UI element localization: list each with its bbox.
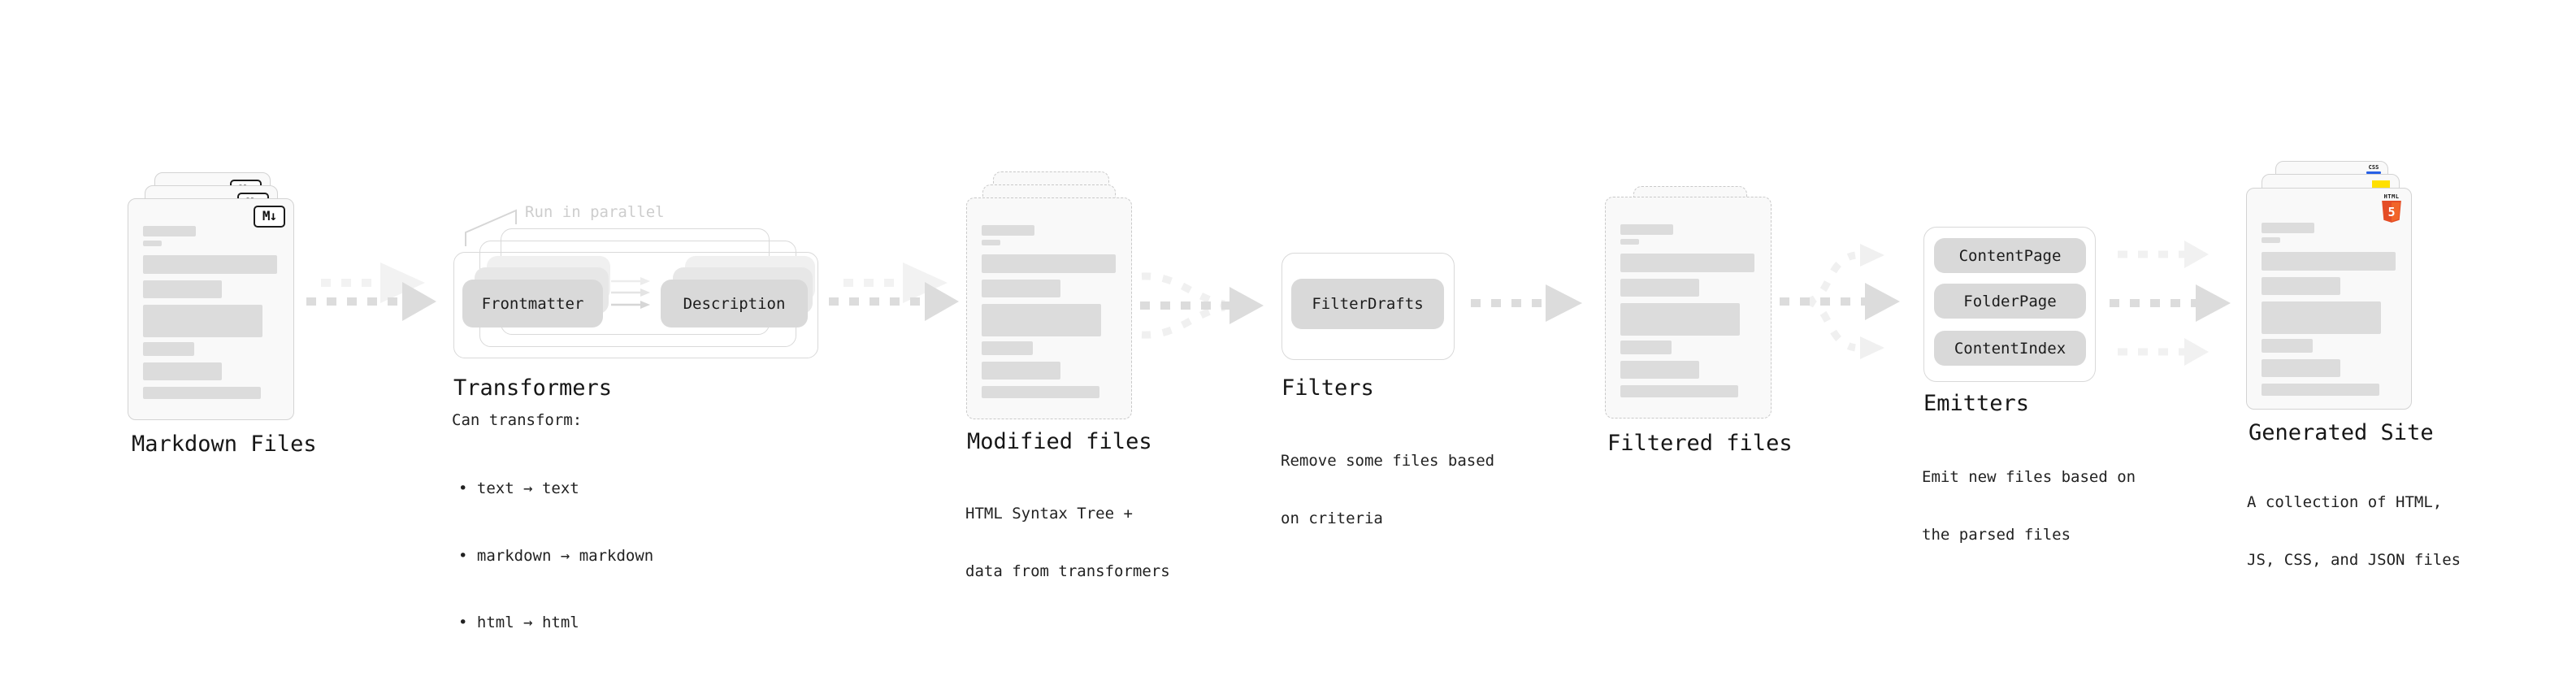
html5-shield-icon: 5 <box>2382 201 2401 223</box>
svg-text:5: 5 <box>2387 205 2395 219</box>
skeleton-line <box>1620 239 1639 245</box>
frontmatter-pill: Frontmatter <box>462 280 603 327</box>
generated-site-description: A collection of HTML, JS, CSS, and JSON … <box>2247 455 2461 608</box>
description-line: HTML Syntax Tree + <box>965 505 1133 523</box>
filterdrafts-pill: FilterDrafts <box>1291 279 1444 329</box>
skeleton-line <box>1620 340 1672 354</box>
skeleton-line <box>2262 277 2340 295</box>
skeleton-line <box>1620 385 1738 397</box>
skeleton-line <box>1620 279 1699 297</box>
modified-file-card-front <box>966 197 1132 419</box>
skeleton-line <box>2262 252 2396 271</box>
skeleton-line <box>1620 254 1754 272</box>
description-line: the parsed files <box>1922 525 2071 544</box>
skeleton-line <box>982 362 1060 380</box>
filters-description: Remove some files based on criteria <box>1281 414 1494 566</box>
skeleton-line <box>143 342 194 356</box>
contentindex-pill: ContentIndex <box>1934 331 2086 366</box>
skeleton-line <box>982 386 1099 398</box>
description-line: data from transformers <box>965 562 1170 580</box>
skeleton-line <box>982 341 1033 355</box>
modified-files-description: HTML Syntax Tree + data from transformer… <box>965 466 1170 619</box>
arrow-markdown-to-transformers <box>306 262 436 321</box>
document-skeleton <box>1620 224 1759 397</box>
skeleton-line <box>2262 301 2381 334</box>
document-skeleton <box>2262 223 2400 396</box>
generated-file-card-front: HTML 5 <box>2246 188 2412 410</box>
emitters-box <box>1923 227 2096 382</box>
skeleton-line <box>1620 224 1673 235</box>
css-label: CSS <box>2368 164 2379 171</box>
generated-site-title: Generated Site <box>2249 420 2434 445</box>
run-in-parallel-note: Run in parallel <box>525 203 665 221</box>
skeleton-line <box>143 241 162 246</box>
arrow-filtered-to-emitters-split <box>1780 244 1900 359</box>
description-pill: Description <box>661 280 808 327</box>
skeleton-line <box>1620 361 1699 379</box>
filtered-file-card-front <box>1605 197 1772 419</box>
css-underline <box>2366 171 2381 174</box>
modified-files-title: Modified files <box>967 429 1152 454</box>
filtered-files-title: Filtered files <box>1607 431 1793 456</box>
arrow-transformers-to-modified <box>829 262 959 321</box>
markdown-file-card-front: M↓ <box>128 198 294 420</box>
markdown-files-title: Markdown Files <box>132 432 317 457</box>
transformers-bullets: • text → text • markdown → markdown • ht… <box>458 433 653 679</box>
skeleton-line <box>2262 339 2313 353</box>
document-skeleton <box>982 225 1120 398</box>
skeleton-line <box>143 362 222 380</box>
markdown-icon: M↓ <box>254 206 285 228</box>
transformers-title: Transformers <box>453 375 613 401</box>
arrow-filters-to-filtered <box>1471 284 1582 322</box>
skeleton-line <box>2262 223 2314 233</box>
parallel-arrows-icon <box>611 277 650 309</box>
description-line: A collection of HTML, <box>2247 493 2443 511</box>
filters-box <box>1281 253 1455 360</box>
transformers-description: Can transform: <box>452 411 583 429</box>
skeleton-line <box>982 254 1116 273</box>
bullet-item: • markdown → markdown <box>458 546 654 565</box>
transformer-card-front <box>453 252 818 358</box>
skeleton-line <box>143 226 196 236</box>
folderpage-pill: FolderPage <box>1934 284 2086 319</box>
skeleton-line <box>2262 384 2379 396</box>
html5-label: HTML <box>2383 193 2400 200</box>
arrows-emitters-to-generated <box>2110 241 2231 366</box>
skeleton-line <box>982 280 1060 297</box>
contentpage-pill: ContentPage <box>1934 238 2086 273</box>
skeleton-line <box>143 255 277 274</box>
js-file-icon <box>2372 180 2390 189</box>
skeleton-line <box>2262 237 2280 243</box>
bullet-item: • text → text <box>458 479 579 497</box>
html5-logo: HTML 5 <box>2381 193 2402 223</box>
emitters-title: Emitters <box>1923 391 2030 416</box>
skeleton-line <box>982 225 1034 236</box>
arrow-modified-to-filters-merge <box>1140 272 1264 339</box>
skeleton-line <box>982 240 1000 245</box>
skeleton-line <box>982 304 1101 336</box>
description-line: JS, CSS, and JSON files <box>2247 550 2461 569</box>
skeleton-line <box>1620 303 1740 336</box>
skeleton-line <box>143 280 222 298</box>
bullet-item: • html → html <box>458 614 579 631</box>
emitters-description: Emit new files based on the parsed files <box>1922 430 2136 583</box>
filters-title: Filters <box>1281 375 1374 401</box>
description-line: on criteria <box>1281 509 1383 527</box>
css-file-icon: CSS <box>2366 165 2381 174</box>
skeleton-line <box>2262 359 2340 377</box>
document-skeleton <box>143 226 281 399</box>
skeleton-line <box>143 305 262 337</box>
description-line: Remove some files based <box>1281 452 1495 470</box>
description-line: Emit new files based on <box>1922 468 2136 486</box>
run-in-parallel-leader-line <box>465 209 517 246</box>
skeleton-line <box>143 387 261 399</box>
